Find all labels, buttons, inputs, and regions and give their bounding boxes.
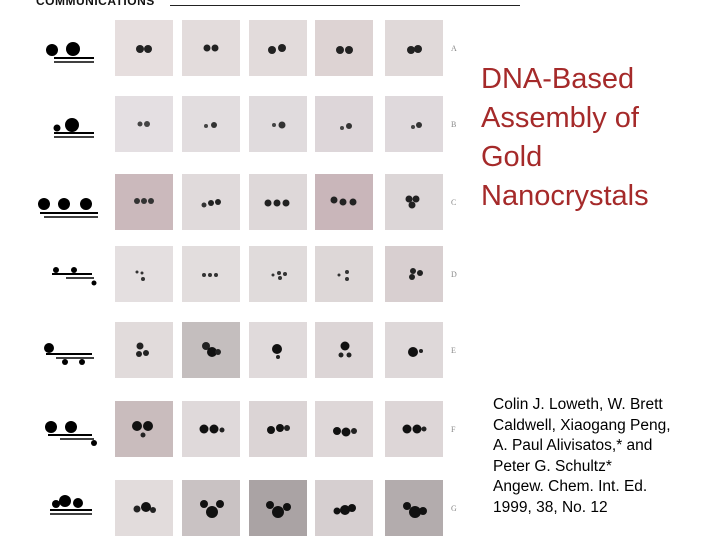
tem-panel <box>182 480 240 536</box>
tem-panel <box>385 20 443 76</box>
schematic-a-icon <box>46 42 94 63</box>
tem-panel <box>249 401 307 457</box>
row-label: G <box>451 504 457 513</box>
row-label: A <box>451 44 457 53</box>
schematic-c-icon <box>38 198 98 218</box>
tem-panel <box>249 246 307 302</box>
citation-line: A. Paul Alivisatos,* and <box>493 437 653 454</box>
tem-figure: A B <box>36 20 466 540</box>
tem-panel <box>115 401 173 457</box>
row-label: D <box>451 270 457 279</box>
tem-panel <box>182 174 240 230</box>
title-line: Gold <box>481 141 543 173</box>
title-line: Assembly of <box>481 102 639 134</box>
tem-panel <box>115 322 173 378</box>
tem-panel <box>315 20 373 76</box>
tem-panel <box>385 401 443 457</box>
header-rule <box>170 5 520 6</box>
tem-panel <box>249 20 307 76</box>
figure-row-c: C <box>36 174 466 234</box>
tem-panel <box>115 96 173 152</box>
journal-section-header: COMMUNICATIONS <box>36 0 155 8</box>
citation-line: Colin J. Loweth, W. Brett <box>493 396 663 413</box>
schematic-b-icon <box>53 118 94 138</box>
tem-panel <box>315 246 373 302</box>
figure-row-a: A <box>36 20 466 80</box>
tem-panel <box>249 480 307 536</box>
figure-row-e: E <box>36 322 466 382</box>
tem-panel <box>182 401 240 457</box>
tem-panel <box>115 174 173 230</box>
tem-panel <box>182 246 240 302</box>
citation-line: Peter G. Schultz* <box>493 457 612 475</box>
figure-row-d: D <box>36 246 466 306</box>
tem-panel <box>249 322 307 378</box>
schematic-d-icon <box>52 267 97 286</box>
schematic-f-icon <box>45 421 97 446</box>
figure-row-b: B <box>36 96 466 156</box>
tem-panel <box>315 401 373 457</box>
tem-panel <box>249 174 307 230</box>
tem-panel <box>315 322 373 378</box>
tem-panel <box>315 174 373 230</box>
row-label: E <box>451 346 456 355</box>
tem-panel <box>385 480 443 536</box>
title-line: Nanocrystals <box>481 180 649 212</box>
title-line: DNA-Based <box>481 63 635 95</box>
citation-line: 1999, 38, No. 12 <box>493 498 608 516</box>
tem-panel <box>182 20 240 76</box>
tem-panel <box>315 96 373 152</box>
row-label: C <box>451 198 457 207</box>
tem-panel <box>115 20 173 76</box>
tem-panel <box>115 480 173 536</box>
tem-panel <box>385 174 443 230</box>
citation-line: Caldwell, Xiaogang Peng, <box>493 416 671 434</box>
figure-row-g: G <box>36 480 466 540</box>
schematic-e-icon <box>44 343 94 365</box>
tem-panel <box>385 246 443 302</box>
citation-block: Colin J. Loweth, W. Brett Caldwell, Xiao… <box>493 395 713 518</box>
tem-panel <box>115 246 173 302</box>
row-label: F <box>451 425 456 434</box>
schematic-g-icon <box>50 495 92 515</box>
citation-line: Angew. Chem. Int. Ed. <box>493 478 648 495</box>
tem-panel <box>385 96 443 152</box>
slide-title: DNA-Based Assembly of Gold Nanocrystals <box>481 60 701 216</box>
tem-panel <box>182 322 240 378</box>
row-label: B <box>451 120 457 129</box>
tem-panel <box>385 322 443 378</box>
tem-panel <box>182 96 240 152</box>
tem-panel <box>249 96 307 152</box>
figure-row-f: F <box>36 401 466 461</box>
tem-panel <box>315 480 373 536</box>
